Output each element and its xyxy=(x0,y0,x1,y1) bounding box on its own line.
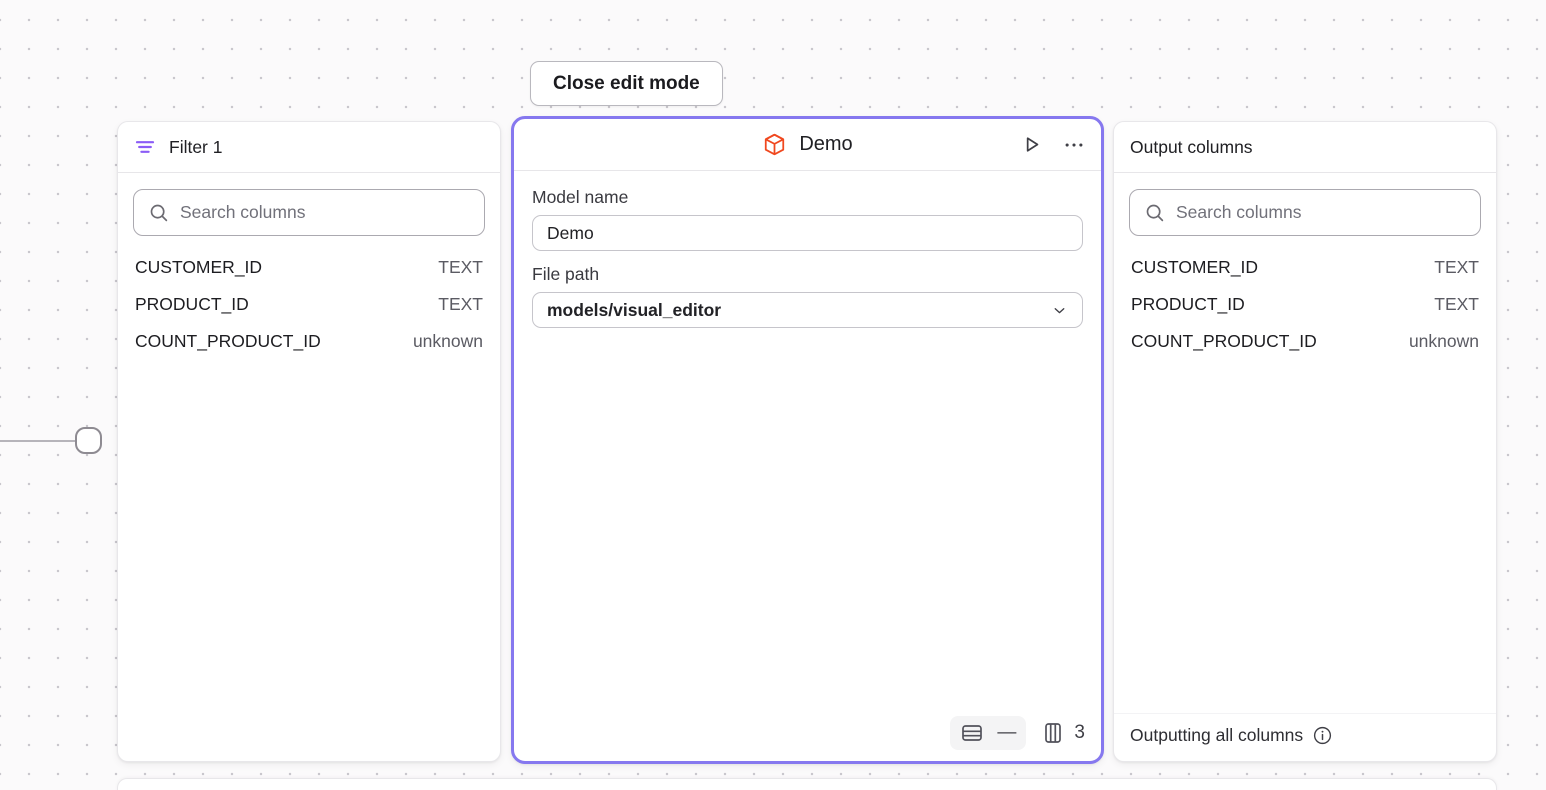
output-columns-panel[interactable]: Output columns CUSTOMER_ID TEXT PRODUCT_… xyxy=(1113,121,1497,762)
search-icon xyxy=(148,202,169,223)
filter-node-panel[interactable]: Filter 1 CUSTOMER_ID TEXT PRODUCT_ID TEX… xyxy=(117,121,501,762)
model-node-panel[interactable]: Demo Model name File path xyxy=(511,116,1104,764)
filter-column-list: CUSTOMER_ID TEXT PRODUCT_ID TEXT COUNT_P… xyxy=(133,249,485,360)
file-path-select[interactable]: models/visual_editor xyxy=(532,292,1083,328)
column-type: unknown xyxy=(1408,331,1479,351)
model-stats-footer: — 3 xyxy=(950,716,1085,750)
filter-panel-header: Filter 1 xyxy=(118,122,500,173)
column-row[interactable]: CUSTOMER_ID TEXT xyxy=(1129,249,1481,286)
column-count-stat: 3 xyxy=(1041,721,1085,745)
column-name: CUSTOMER_ID xyxy=(135,257,263,277)
column-name: PRODUCT_ID xyxy=(135,294,249,314)
column-name: COUNT_PRODUCT_ID xyxy=(135,331,321,351)
column-row[interactable]: PRODUCT_ID TEXT xyxy=(133,286,485,323)
column-type: unknown xyxy=(412,331,483,351)
model-name-label: Model name xyxy=(532,187,629,207)
output-search-box xyxy=(1129,189,1481,236)
output-footer-text: Outputting all columns xyxy=(1130,725,1304,745)
column-name: CUSTOMER_ID xyxy=(1131,257,1259,277)
file-path-value: models/visual_editor xyxy=(547,299,722,320)
cube-icon xyxy=(762,132,787,157)
model-name-input[interactable] xyxy=(532,215,1083,251)
column-row[interactable]: COUNT_PRODUCT_ID unknown xyxy=(1129,323,1481,360)
column-name: PRODUCT_ID xyxy=(1131,294,1245,314)
filter-panel-title: Filter 1 xyxy=(169,136,223,157)
filter-search-box xyxy=(133,189,485,236)
table-rows-icon xyxy=(960,721,984,745)
filter-search-input[interactable] xyxy=(180,202,470,223)
ellipsis-icon xyxy=(1063,134,1085,156)
run-model-button[interactable] xyxy=(1018,131,1045,158)
chevron-down-icon xyxy=(1051,302,1068,319)
edge-connector-line xyxy=(0,440,76,442)
row-count-value: — xyxy=(997,722,1017,743)
edge-connector-handle[interactable] xyxy=(75,427,102,454)
info-circle-icon[interactable] xyxy=(1312,725,1333,746)
output-search-input[interactable] xyxy=(1176,202,1466,223)
column-type: TEXT xyxy=(1434,294,1479,314)
search-icon xyxy=(1144,202,1165,223)
results-panel-edge[interactable] xyxy=(117,778,1497,790)
output-panel-title: Output columns xyxy=(1130,136,1253,157)
play-icon xyxy=(1020,133,1043,156)
row-count-stat[interactable]: — xyxy=(950,716,1027,750)
column-type: TEXT xyxy=(1434,257,1479,277)
column-row[interactable]: CUSTOMER_ID TEXT xyxy=(133,249,485,286)
output-column-list: CUSTOMER_ID TEXT PRODUCT_ID TEXT COUNT_P… xyxy=(1129,249,1481,360)
column-row[interactable]: PRODUCT_ID TEXT xyxy=(1129,286,1481,323)
column-type: TEXT xyxy=(438,294,483,314)
close-edit-mode-button[interactable]: Close edit mode xyxy=(530,61,723,106)
model-panel-header: Demo xyxy=(514,119,1101,171)
output-panel-footer: Outputting all columns xyxy=(1114,713,1496,761)
output-panel-header: Output columns xyxy=(1114,122,1496,173)
column-row[interactable]: COUNT_PRODUCT_ID unknown xyxy=(133,323,485,360)
file-path-label: File path xyxy=(532,264,600,284)
table-columns-icon xyxy=(1041,721,1065,745)
more-options-button[interactable] xyxy=(1061,132,1087,158)
model-panel-title: Demo xyxy=(799,133,853,155)
column-type: TEXT xyxy=(438,257,483,277)
filter-lines-icon xyxy=(134,137,156,157)
column-name: COUNT_PRODUCT_ID xyxy=(1131,331,1317,351)
column-count-value: 3 xyxy=(1074,722,1085,743)
